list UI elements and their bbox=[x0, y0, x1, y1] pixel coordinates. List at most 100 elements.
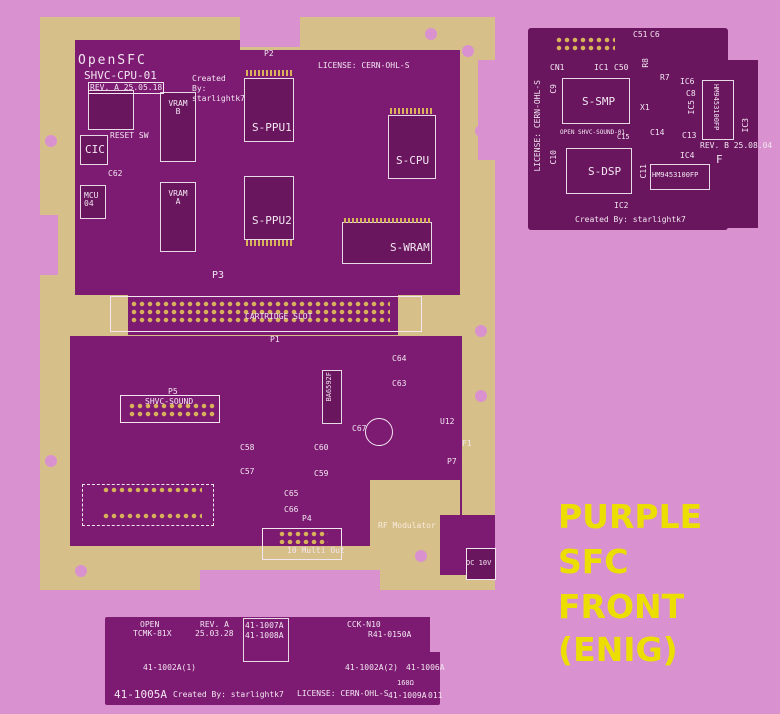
label-c58: C58 bbox=[240, 443, 255, 452]
label-f: F bbox=[716, 153, 723, 166]
label-c51: C51 bbox=[633, 30, 648, 39]
cic-chip bbox=[80, 135, 108, 165]
created-by: Created By: starlightk7 bbox=[192, 74, 245, 103]
ctrl-part: 41-1005A bbox=[114, 688, 167, 701]
mount-hole bbox=[475, 325, 487, 337]
label-c63: C63 bbox=[392, 379, 407, 388]
ctrl-connector-box bbox=[243, 618, 289, 662]
label-c57: C57 bbox=[240, 467, 255, 476]
label-c50: C50 bbox=[614, 63, 629, 72]
pins bbox=[128, 402, 216, 418]
ctrl-license: LICENSE: CERN-OHL-S bbox=[297, 689, 389, 698]
vram-a-chip bbox=[160, 182, 196, 252]
pads bbox=[390, 108, 434, 114]
label-mcu: MCU 04 bbox=[84, 191, 99, 208]
pins bbox=[130, 300, 390, 324]
sound-revision: REV. B 25.08.04 bbox=[700, 141, 773, 150]
label-x1: X1 bbox=[640, 103, 650, 112]
label-dc-10v: DC 10V bbox=[466, 559, 492, 567]
label-ic6: IC6 bbox=[680, 77, 695, 86]
license: LICENSE: CERN-OHL-S bbox=[318, 61, 410, 70]
notch bbox=[200, 570, 380, 595]
label-c67: C67 bbox=[352, 424, 367, 433]
notch bbox=[478, 60, 500, 160]
mount-hole bbox=[475, 125, 487, 137]
label-wram: S-WRAM bbox=[390, 241, 430, 254]
ctrl-created-by: Created By: starlightk7 bbox=[173, 690, 284, 699]
ctrl-model: TCMK-81X bbox=[133, 629, 172, 638]
reset-switch[interactable] bbox=[88, 90, 134, 130]
label-c64: C64 bbox=[392, 354, 407, 363]
mount-hole bbox=[415, 550, 427, 562]
sound-license: LICENSE: CERN-OHL-S bbox=[533, 80, 542, 172]
ctrl-r41: R41-0150A bbox=[368, 630, 412, 639]
label-p4: P4 bbox=[302, 514, 312, 523]
mount-hole bbox=[75, 565, 87, 577]
label-hm-ic3: HM9453100FP bbox=[712, 84, 720, 131]
label-ic5: IC5 bbox=[687, 100, 696, 115]
label-c8: C8 bbox=[686, 89, 696, 98]
label-c15: C15 bbox=[617, 133, 630, 141]
label-c11: C11 bbox=[639, 164, 648, 179]
board-model: SHVC-CPU-01 bbox=[84, 69, 157, 82]
sound-pcb bbox=[528, 28, 728, 230]
hm-chip-ic3 bbox=[702, 80, 734, 140]
label-ic4: IC4 bbox=[680, 151, 695, 160]
caption-line-4: (ENIG) bbox=[558, 630, 678, 669]
ppu2-chip bbox=[244, 176, 294, 240]
label-p5: P5 bbox=[168, 387, 178, 396]
label-c14: C14 bbox=[650, 128, 665, 137]
multi-out-connector bbox=[262, 528, 342, 560]
label-open-sound: OPEN SHVC-SOUND-01 bbox=[560, 129, 626, 136]
label-c10: C10 bbox=[549, 150, 558, 165]
label-ic3: IC3 bbox=[741, 118, 750, 133]
label-ppu2: S-PPU2 bbox=[252, 214, 292, 227]
caption-line-1: PURPLE bbox=[558, 497, 703, 536]
label-s-smp: S-SMP bbox=[582, 95, 616, 108]
ctrl-41-1002a-2: 41-1002A(2) bbox=[345, 663, 398, 672]
ctrl-41-1007a: 41-1007A bbox=[245, 621, 284, 630]
caption-line-2: SFC bbox=[558, 542, 629, 581]
pins bbox=[102, 486, 202, 494]
label-c59: C59 bbox=[314, 469, 329, 478]
label-cartridge-slot: CARTRIDGE SLOT bbox=[245, 312, 313, 321]
label-cic: CIC bbox=[85, 143, 105, 156]
label-s-dsp: S-DSP bbox=[588, 165, 622, 178]
pins bbox=[278, 530, 328, 544]
pins bbox=[102, 512, 202, 520]
ctrl-open: OPEN bbox=[140, 620, 160, 629]
label-cpu: S-CPU bbox=[396, 154, 430, 167]
label-u12: U12 bbox=[440, 417, 455, 426]
label-shvc-sound: SHVC-SOUND bbox=[145, 397, 194, 406]
label-reset: RESET SW bbox=[110, 131, 149, 140]
ctrl-41-1008a: 41-1008A bbox=[245, 631, 284, 640]
cn1-pins bbox=[555, 36, 615, 52]
board-revision: REV. A 25.05.18 bbox=[88, 82, 165, 94]
ppu1-chip bbox=[244, 78, 294, 142]
ctrl-41-1006a: 41-1006A bbox=[406, 663, 445, 672]
ba6592f-chip bbox=[322, 370, 342, 424]
label-c9: C9 bbox=[549, 84, 558, 94]
label-vram-b: VRAM B bbox=[168, 99, 188, 116]
label-c13: C13 bbox=[682, 131, 697, 140]
label-multi-out: 10 Multi Out bbox=[287, 546, 345, 555]
capacitor-c67 bbox=[365, 418, 393, 446]
sound-connector bbox=[120, 395, 220, 423]
expansion-connector bbox=[82, 484, 214, 526]
vram-b-chip bbox=[160, 92, 196, 162]
ctrl-resistor: 160Ω bbox=[397, 679, 414, 687]
label-c65: C65 bbox=[284, 489, 299, 498]
ctrl-revision: REV. A bbox=[200, 620, 229, 629]
cpu-area-top bbox=[75, 40, 240, 55]
label-c6: C6 bbox=[650, 30, 660, 39]
s-smp-chip bbox=[562, 78, 630, 124]
ctrl-41-1002a-1: 41-1002A(1) bbox=[143, 663, 196, 672]
hm-chip-ic4 bbox=[650, 164, 710, 190]
label-hm-ic4: HM9453100FP bbox=[652, 171, 699, 179]
label-p1: P1 bbox=[270, 335, 280, 344]
mount-hole bbox=[45, 455, 57, 467]
s-dsp-chip bbox=[566, 148, 632, 194]
ctrl-date: 25.03.28 bbox=[195, 629, 234, 638]
label-ppu1: S-PPU1 bbox=[252, 121, 292, 134]
label-ic2: IC2 bbox=[614, 201, 629, 210]
